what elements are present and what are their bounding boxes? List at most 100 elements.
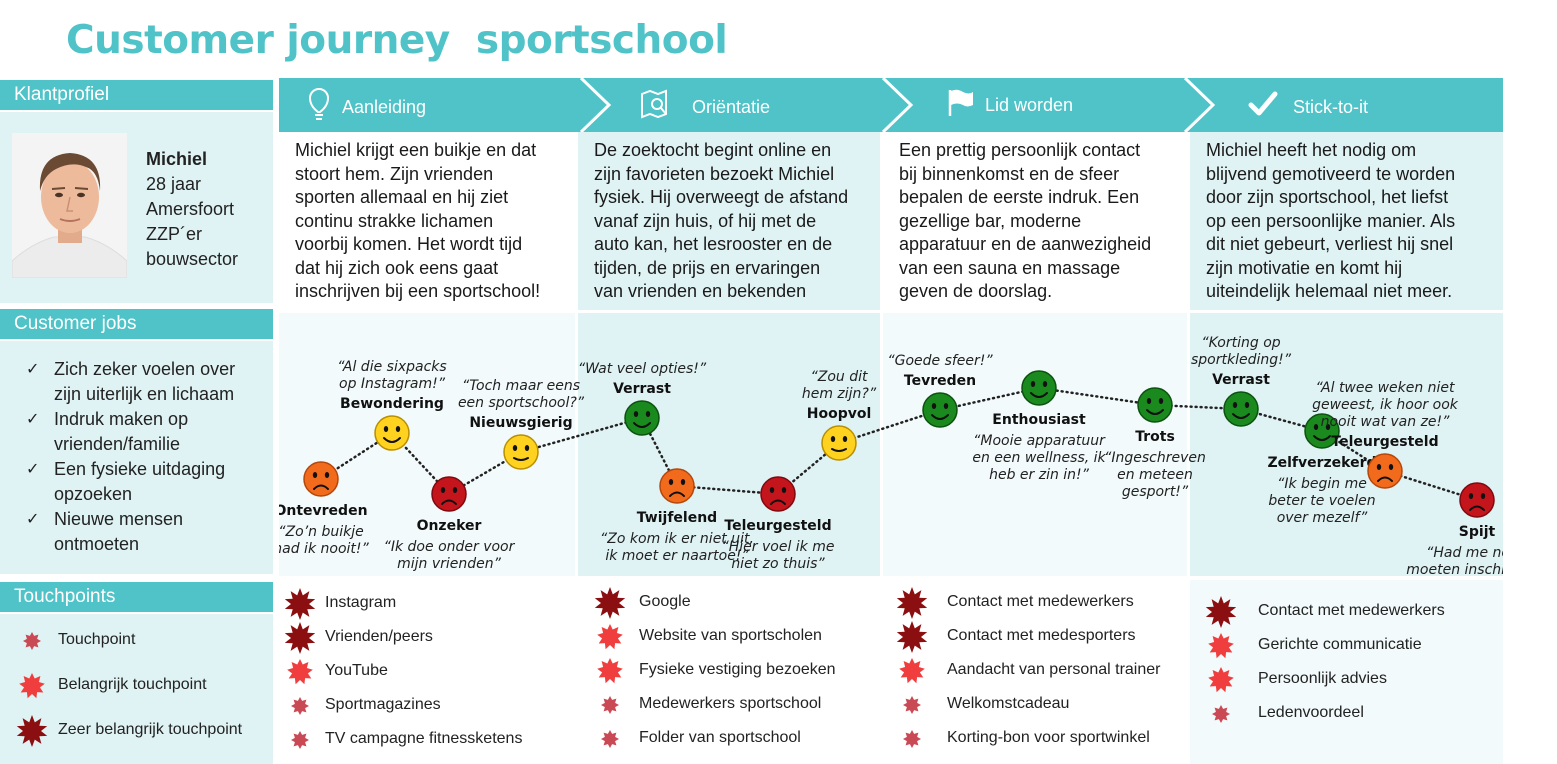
emotion-quote: heb er zin in!” [989,467,1090,483]
emotion-quote: nooit wat van ze!” [1321,414,1451,430]
desc-panel-orientatie [578,132,880,310]
emotion-label: Twijfelend [637,510,717,526]
touchpoint-star-icon [23,632,41,650]
emotion-label: Onzeker [417,518,482,534]
emotion-quote: geweest, ik hoor ook [1312,397,1459,413]
customer-job-text: vrienden/familie [54,434,181,454]
stage-description-line: van vrienden en bekenden [594,281,807,301]
touchpoint-item: Aandacht van personal trainer [947,661,1161,678]
stage-description-line: apparatuur en de aanwezigheid [899,234,1152,254]
touchpoints-legend-panel [0,614,273,764]
emotion-face-yellow [503,434,539,470]
stage-description-line: sporten allemaal en hij ziet [295,187,509,207]
emotion-quote: “Zou dit [811,369,869,385]
stage-description: Een prettig persoonlijk contact bij binne… [899,139,1151,304]
stage-description-line: voorbij komen. Het wordt tijd [295,234,523,254]
emotion-label: Teleurgesteld [1331,434,1438,450]
touchpoint-star-icon [597,624,623,650]
touchpoint-panel-lid-worden [883,580,1187,764]
stage-description-line: Een prettig persoonlijk contact [899,140,1141,160]
emotion-face-red [431,476,467,512]
touchpoint-star-icon [597,658,623,684]
emotion-face-orange [1367,453,1403,489]
customer-job-text: Zich zeker voelen over [54,359,236,379]
emotion-label: Zelfverzekerd [1267,455,1376,471]
touchpoint-item: Fysieke vestiging bezoeken [639,661,836,678]
emotion-quote: mijn vrienden” [397,556,502,572]
emotion-face-red [760,476,796,512]
emotion-label: Bewondering [340,396,444,412]
emotion-quote: sportkleding!” [1191,352,1292,368]
emotion-face-orange [659,468,695,504]
stage-description-line: Michiel heeft het nodig om [1206,140,1417,160]
checkmark-icon: ✓ [26,361,40,378]
stage-description-line: auto kan, het lesrooster en de [594,234,833,254]
checkmark-icon: ✓ [26,411,40,428]
page-title: Customer journey sportschool [66,18,728,63]
emotion-label: Nieuwsgierig [469,415,572,431]
stage-description-line: blijvend gemotiveerd te worden [1206,163,1456,184]
stage-description-line: bij binnenkomst en de sfeer [899,163,1120,184]
stage-description-line: van een sauna en massage [899,257,1121,278]
emotion-face-green [922,392,958,428]
emotion-quote: een sportschool?” [458,395,585,411]
touchpoint-item: Contact met medesporters [947,627,1136,644]
customer-jobs-header: Customer jobs [0,309,273,339]
emotion-label: Teleurgesteld [724,518,831,534]
touchpoint-item: Contact met medewerkers [947,593,1134,610]
touchpoint-star-icon [1212,705,1230,723]
stage-arrow-lid-worden [883,78,1213,132]
customer-job-text: opzoeken [54,484,133,504]
profile-name: Michiel [146,149,208,169]
touchpoint-star-icon [601,730,619,748]
touchpoint-star-icon [284,588,316,620]
customer-job-item: ✓ Indruk maken op vrienden/familie [26,407,266,457]
touchpoint-star-icon [594,587,626,619]
touchpoint-item: Folder van sportschool [639,729,801,746]
stage-description-line: zijn favorieten bezoekt Michiel [594,163,835,184]
stage-bar [279,78,1503,132]
emotion-quote: “Ingeschreven [1104,450,1206,466]
checkmark-icon: ✓ [26,511,40,528]
emotion-label: Spijt [1459,524,1496,540]
touchpoint-item: Korting-bon voor sportwinkel [947,729,1150,746]
emotion-quote: “Al twee weken niet [1315,380,1455,396]
touchpoint-star-icon [19,673,45,699]
touchpoint-item: Website van sportscholen [639,627,822,644]
emotion-quote: hem zijn?” [802,386,877,402]
emotion-face-yellow [374,415,410,451]
emotion-label: Ontevreden [279,503,368,519]
emotion-quote: en een wellness, ik [972,450,1106,466]
emotion-quote: “Korting op [1201,335,1280,351]
touchpoint-star-icon [287,659,313,685]
emotion-label: Enthousiast [992,412,1086,428]
emotion-quote: “Zo’n buikje [279,524,364,540]
customer-job-text: Indruk maken op [54,409,189,429]
checkmark-icon: ✓ [26,461,40,478]
touchpoint-item: Welkomstcadeau [947,695,1070,712]
profile-age: 28 jaar [146,174,202,194]
touchpoint-star-icon [1205,596,1237,628]
touchpoint-panel-stick-to-it [1190,580,1503,764]
touchpoint-star-icon [291,697,309,715]
emotion-face-green [624,400,660,436]
touchpoint-item: Vrienden/peers [325,628,433,645]
emotion-quote: beter te voelen [1268,493,1375,509]
touchpoint-item: Gerichte communicatie [1258,636,1422,653]
touchpoint-star-icon [1208,667,1234,693]
touchpoint-legend-label: Touchpoint [58,631,136,648]
stage-description-line: continu strakke lichamen [295,210,494,231]
emotion-quote: “Mooie apparatuur [973,433,1106,449]
touchpoint-legend-label: Zeer belangrijk touchpoint [58,721,243,738]
emotion-label: Verrast [1212,372,1270,388]
stage-description: Michiel heeft het nodig om blijvend gemot… [1206,139,1455,304]
emotion-quote: “Hier voel ik me [722,539,835,555]
emotion-face-orange [303,461,339,497]
emotion-face-red [1459,482,1495,518]
stage-label-lid-worden: Lid worden [985,95,1074,115]
emotion-quote: had ik nooit!” [279,541,369,557]
